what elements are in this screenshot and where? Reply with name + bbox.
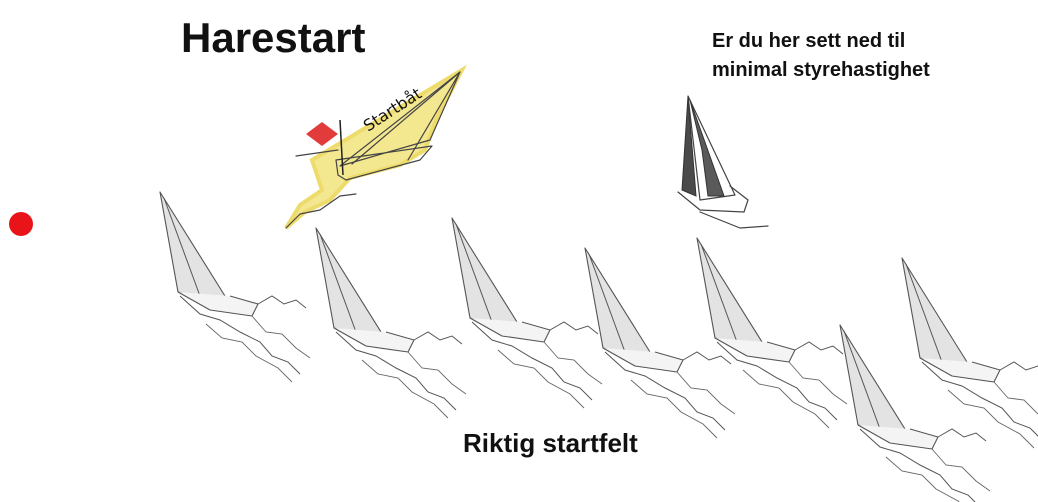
note-line-1: Er du her sett ned til [712,30,905,52]
note-line-2: minimal styrehastighet [712,59,930,81]
sailboat-icon [584,247,736,439]
diagram-title: Harestart [181,14,365,61]
slow-boat [677,95,769,229]
sailboat-icon [901,257,1038,449]
sailboat-icon [159,191,311,383]
sailboat-icon [451,217,603,409]
sailboat-icon [315,227,467,419]
start-flag-icon [306,122,338,146]
bottom-label: Riktig startfelt [463,428,638,458]
pin-end-mark [9,212,33,236]
flag-pole [339,119,344,176]
start-boat: Startbåt [284,64,468,230]
sailboat-icon [696,237,848,429]
sailboat-icon [839,324,991,502]
fleet [159,191,1038,502]
